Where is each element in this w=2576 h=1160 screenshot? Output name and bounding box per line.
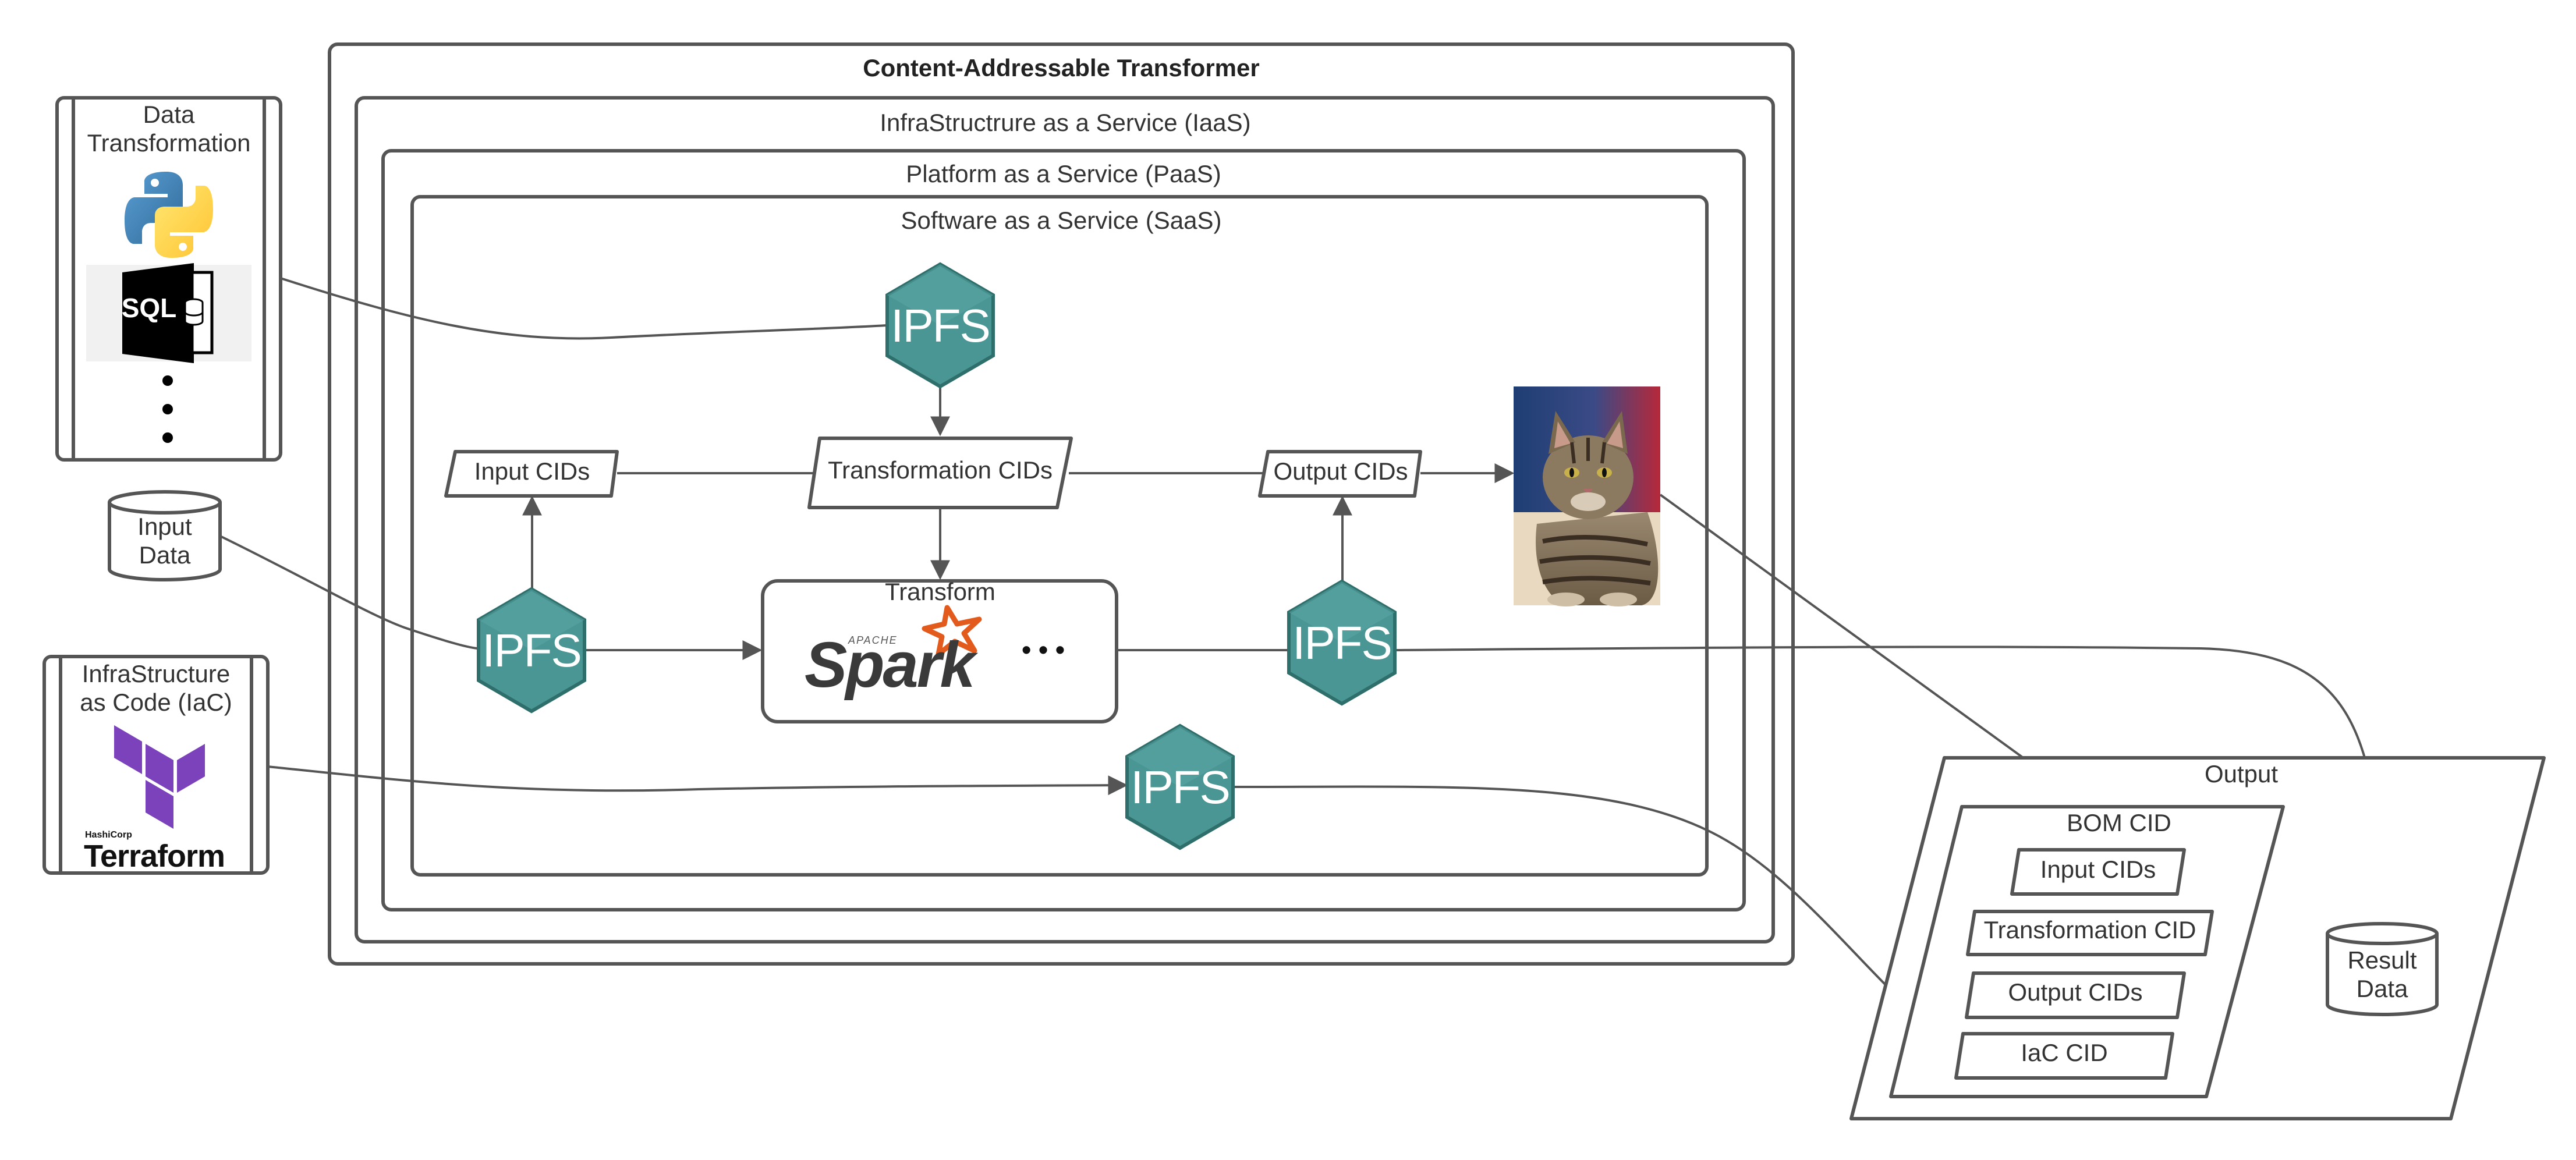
terraform-vendor-small: HashiCorp <box>85 830 132 840</box>
input-cids-label: Input CIDs <box>474 457 590 485</box>
iaas-label: InfraStructrure as a Service (IaaS) <box>880 109 1250 136</box>
input-data-line1: Input <box>137 513 192 540</box>
transformation-cids-label: Transformation CIDs <box>828 456 1053 484</box>
sql-text: SQL <box>122 293 177 323</box>
edge-image-to-bom-cid <box>1659 494 2092 807</box>
ipfs-node-bottom: IPFS <box>1125 723 1235 850</box>
output-cids-label: Output CIDs <box>1273 457 1408 485</box>
edge-iac-to-ipfs-bottom <box>267 765 1128 796</box>
spark-logo-icon: APACHE Spark <box>805 605 982 701</box>
iac-label-line2: as Code (IaC) <box>80 689 232 716</box>
spark-small-text: APACHE <box>848 634 898 646</box>
result-data-line2: Data <box>2357 975 2408 1002</box>
saas-box <box>410 195 1709 877</box>
spark-name-text: Spark <box>805 629 979 701</box>
cat-photo-image <box>1514 386 1660 606</box>
bom-item-output-cids-label: Output CIDs <box>2008 978 2142 1006</box>
ipfs-node-top: IPFS <box>885 262 995 389</box>
more-dot-3 <box>162 432 173 443</box>
bom-item-iac-cid: IaC CID <box>1954 1032 2174 1080</box>
terraform-vendor-name: Terraform <box>84 839 225 874</box>
input-cids-node: Input CIDs <box>444 450 619 498</box>
input-data-line2: Data <box>139 541 191 569</box>
data-transformation-label-line2: Transformation <box>87 129 251 157</box>
ipfs-label-right: IPFS <box>1292 617 1391 669</box>
result-data-cylinder: Result Data <box>2326 922 2439 1016</box>
python-logo-icon <box>125 172 213 258</box>
edge-datatransform-to-ipfs-top <box>280 277 888 340</box>
bom-item-transformation-cid-label: Transformation CID <box>1984 916 2196 943</box>
output-panel: Output BOM CID Input CIDs Transformation… <box>1849 756 2546 1120</box>
more-dot-1 <box>162 375 173 386</box>
saas-label: Software as a Service (SaaS) <box>901 207 1222 234</box>
input-data-cylinder: Input Data <box>108 490 222 581</box>
diagram-title: Content-Addressable Transformer <box>863 54 1259 81</box>
iac-label-line1: InfraStructure <box>82 660 230 687</box>
bom-cid-title: BOM CID <box>2067 809 2171 836</box>
ipfs-node-right: IPFS <box>1287 579 1397 706</box>
transformation-cids-node: Transformation CIDs <box>807 437 1073 509</box>
bom-item-input-cids: Input CIDs <box>2010 848 2186 896</box>
edge-ipfs-right-to-result-data <box>1395 645 2391 922</box>
sql-logo-icon: SQL <box>86 263 251 363</box>
more-dot-2 <box>162 404 173 414</box>
ipfs-label-bottom: IPFS <box>1131 761 1229 813</box>
output-cids-node: Output CIDs <box>1258 450 1422 498</box>
edge-inputdata-to-ipfs-left <box>219 535 478 650</box>
transform-box: Transform APACHE Spark • • • <box>761 578 1118 723</box>
bom-item-iac-cid-label: IaC CID <box>2021 1039 2107 1066</box>
iac-panel: InfraStructure as Code (IaC) HashiCorp T… <box>42 655 270 875</box>
edge-ipfs-bottom-to-iac-cid <box>1232 785 1964 1055</box>
output-title: Output <box>2205 760 2278 787</box>
result-data-line1: Result <box>2347 946 2416 974</box>
more-transforms-ellipsis: • • • <box>1022 634 1065 665</box>
data-transformation-label-line1: Data <box>143 101 195 128</box>
terraform-logo-icon <box>114 725 205 829</box>
paas-label: Platform as a Service (PaaS) <box>906 160 1221 187</box>
transform-label: Transform <box>885 578 995 605</box>
ipfs-node-left: IPFS <box>477 587 586 714</box>
bom-item-output-cids: Output CIDs <box>1965 971 2186 1019</box>
bom-item-transformation-cid: Transformation CID <box>1966 910 2214 956</box>
ipfs-label-left: IPFS <box>482 625 581 676</box>
data-transformation-panel: Data Transformation SQL <box>55 96 282 462</box>
bom-item-input-cids-label: Input CIDs <box>2040 856 2156 883</box>
ipfs-label-top: IPFS <box>891 300 990 352</box>
